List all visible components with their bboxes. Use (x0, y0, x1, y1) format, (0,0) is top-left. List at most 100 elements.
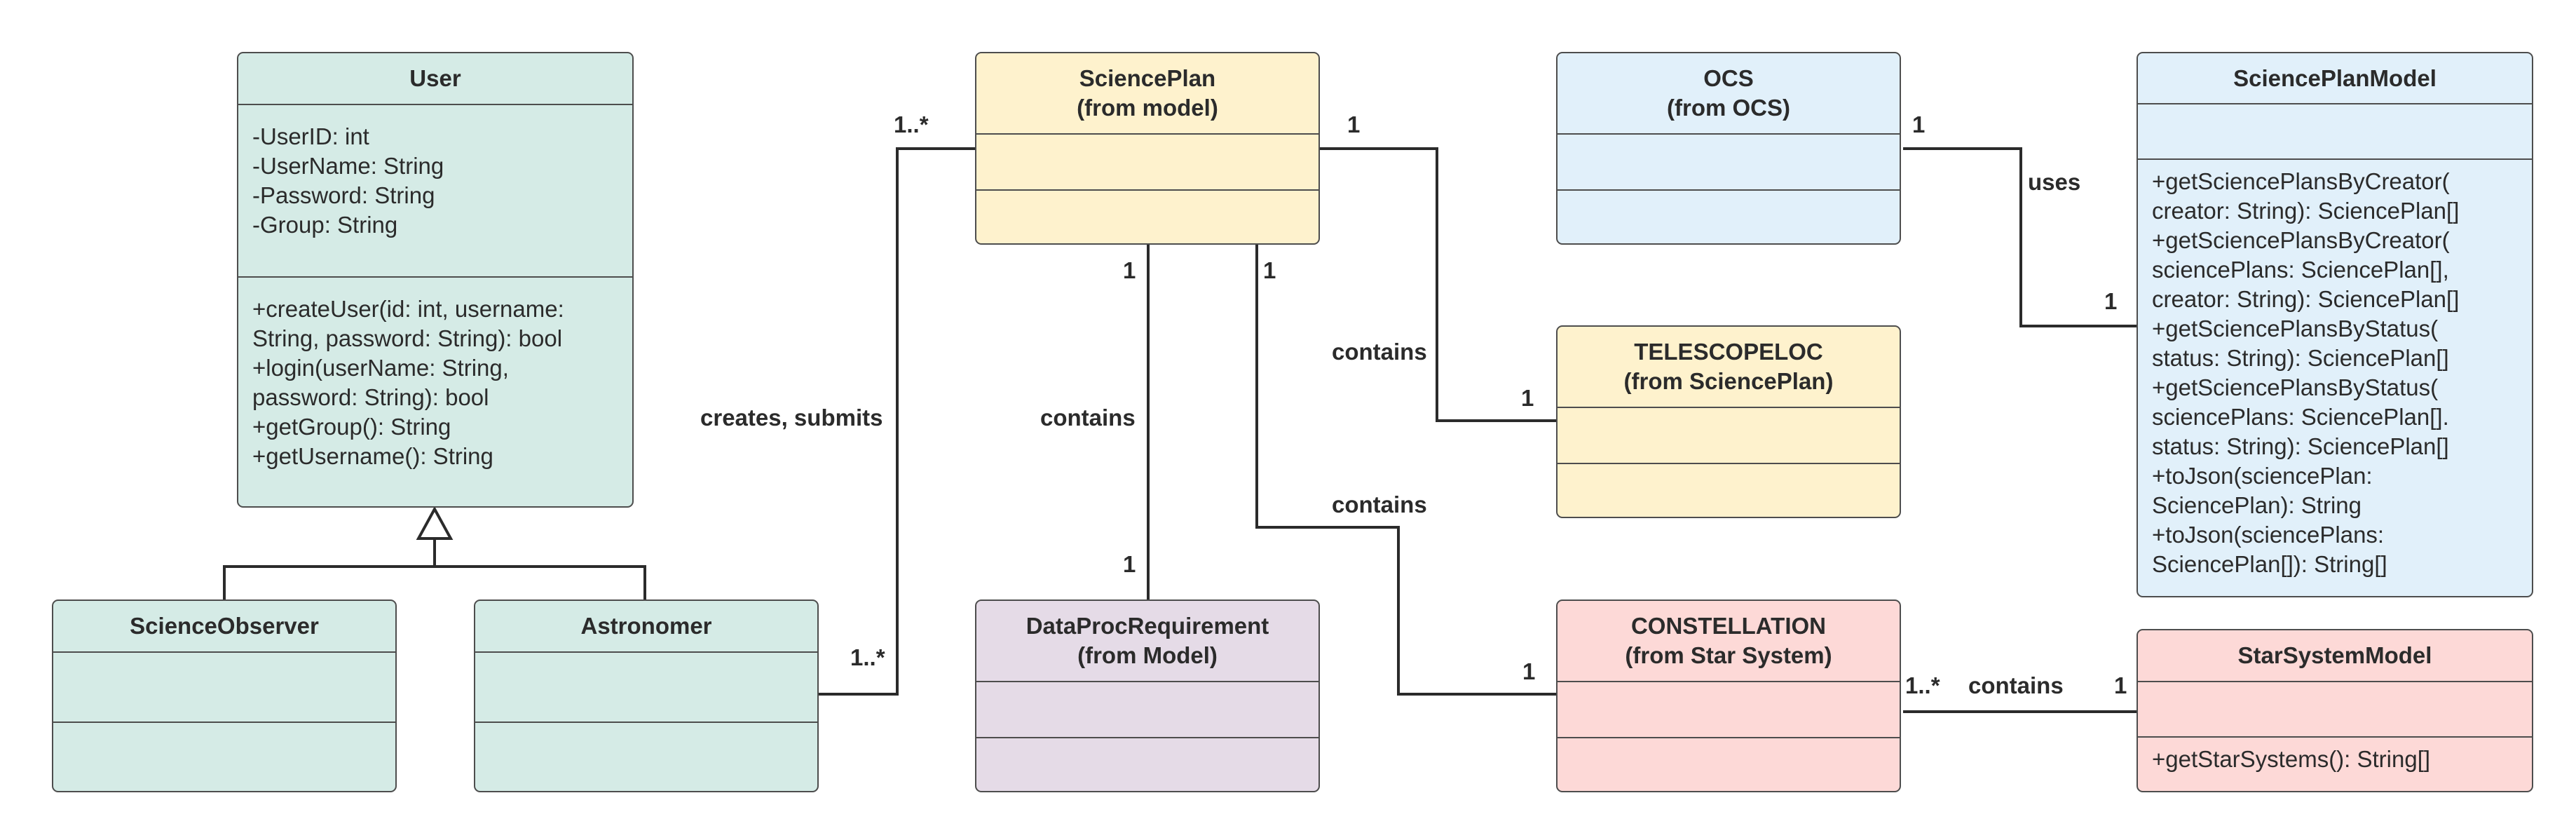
method: creator: String): SciencePlan[] (2152, 286, 2460, 312)
class-astronomer-methods (475, 723, 817, 791)
multiplicity-contains-constellation-plan: 1 (1263, 257, 1276, 283)
method: password: String): bool (252, 384, 489, 410)
class-constellation-name: CONSTELLATION (1630, 613, 1827, 639)
edge-contains-telescope (1320, 147, 1558, 422)
class-user-attributes: -UserID: int -UserName: String -Password… (238, 105, 632, 278)
method: +login(userName: String, (252, 355, 509, 381)
class-telescopeloc-methods (1558, 464, 1900, 517)
class-science-observer-name: ScienceObserver (130, 613, 319, 639)
method: String, password: String): bool (252, 325, 563, 351)
class-star-system-model[interactable]: StarSystemModel +getStarSystems(): Strin… (2137, 629, 2533, 792)
class-science-observer[interactable]: ScienceObserver (52, 599, 397, 792)
attribute: -UserID: int (252, 123, 369, 149)
method: sciencePlans: SciencePlan[]. (2152, 404, 2449, 430)
class-star-system-model-name: StarSystemModel (2237, 642, 2432, 668)
method: +getSciencePlansByCreator( (2152, 168, 2450, 194)
class-ocs[interactable]: OCS (from OCS) (1556, 52, 1901, 245)
class-science-plan-model[interactable]: SciencePlanModel +getSciencePlansByCreat… (2137, 52, 2533, 597)
class-user-name: User (409, 65, 461, 91)
class-ocs-name: OCS (1703, 65, 1754, 91)
method: +createUser(id: int, username: (252, 296, 564, 322)
class-science-plan-model-name: SciencePlanModel (2233, 65, 2437, 91)
method: SciencePlan[]): String[] (2152, 551, 2387, 577)
class-ocs-header: OCS (from OCS) (1558, 53, 1900, 135)
method: creator: String): SciencePlan[] (2152, 198, 2460, 224)
label-contains-starsystem: contains (1968, 672, 2064, 698)
class-science-plan-header: SciencePlan (from model) (976, 53, 1318, 135)
multiplicity-contains-dataproc-req: 1 (1123, 551, 1136, 577)
multiplicity-contains-telescope-loc: 1 (1521, 385, 1534, 411)
class-star-system-model-methods: +getStarSystems(): String[] (2138, 738, 2532, 791)
class-science-observer-header: ScienceObserver (53, 601, 395, 653)
class-ocs-stereotype: (from OCS) (1667, 95, 1790, 121)
multiplicity-contains-starsystem-const: 1..* (1905, 672, 1940, 698)
class-astronomer[interactable]: Astronomer (474, 599, 819, 792)
method: +getUsername(): String (252, 443, 493, 469)
multiplicity-creates-submits-astronomer: 1..* (850, 644, 885, 670)
edge-creates-submits (817, 147, 976, 696)
method: +getStarSystems(): String[] (2152, 746, 2431, 772)
class-science-observer-attributes (53, 653, 395, 723)
multiplicity-uses-ocs: 1 (1912, 111, 1926, 137)
class-telescopeloc-attributes (1558, 408, 1900, 464)
multiplicity-uses-model: 1 (2104, 288, 2118, 314)
generalization-line-astronomer (435, 565, 646, 599)
class-telescopeloc-stereotype: (from SciencePlan) (1623, 368, 1834, 394)
class-star-system-model-attributes (2138, 682, 2532, 738)
class-telescopeloc-name: TELESCOPELOC (1634, 339, 1823, 365)
method: +getSciencePlansByStatus( (2152, 374, 2439, 400)
class-ocs-attributes (1558, 135, 1900, 191)
method: sciencePlans: SciencePlan[], (2152, 257, 2449, 283)
class-science-plan[interactable]: SciencePlan (from model) (975, 52, 1320, 245)
label-uses: uses (2028, 169, 2081, 195)
generalization-line-observer (223, 536, 436, 599)
class-data-proc-requirement[interactable]: DataProcRequirement (from Model) (975, 599, 1320, 792)
class-user[interactable]: User -UserID: int -UserName: String -Pas… (237, 52, 634, 508)
class-science-plan-model-attributes (2138, 104, 2532, 160)
label-creates-submits: creates, submits (700, 405, 883, 431)
method: +toJson(sciencePlans: (2152, 522, 2385, 548)
class-telescopeloc-header: TELESCOPELOC (from SciencePlan) (1558, 327, 1900, 408)
class-constellation-methods (1558, 738, 1900, 791)
class-user-header: User (238, 53, 632, 105)
class-constellation-stereotype: (from Star System) (1625, 642, 1832, 668)
class-science-observer-methods (53, 723, 395, 791)
multiplicity-contains-starsystem-model: 1 (2114, 672, 2127, 698)
class-data-proc-attributes (976, 682, 1318, 738)
class-telescopeloc[interactable]: TELESCOPELOC (from SciencePlan) (1556, 325, 1901, 518)
class-science-plan-model-methods: +getSciencePlansByCreator( creator: Stri… (2138, 160, 2532, 596)
attribute: -Password: String (252, 182, 435, 208)
class-astronomer-attributes (475, 653, 817, 723)
multiplicity-contains-constellation-const: 1 (1522, 658, 1536, 684)
class-astronomer-name: Astronomer (580, 613, 712, 639)
class-user-methods: +createUser(id: int, username: String, p… (238, 278, 632, 506)
multiplicity-contains-dataproc-plan: 1 (1123, 257, 1136, 283)
method: +getSciencePlansByCreator( (2152, 227, 2450, 253)
attribute: -Group: String (252, 212, 398, 238)
class-constellation-header: CONSTELLATION (from Star System) (1558, 601, 1900, 682)
class-constellation[interactable]: CONSTELLATION (from Star System) (1556, 599, 1901, 792)
edge-uses (1903, 147, 2138, 327)
label-contains-constellation: contains (1332, 492, 1427, 517)
edge-contains-constellation (1255, 243, 1558, 696)
method: +toJson(sciencePlan: (2152, 463, 2373, 489)
method: +getGroup(): String (252, 414, 451, 440)
class-data-proc-header: DataProcRequirement (from Model) (976, 601, 1318, 682)
generalization-arrow-head (416, 506, 454, 540)
class-science-plan-name: SciencePlan (1079, 65, 1216, 91)
label-contains-dataproc: contains (1040, 405, 1136, 431)
class-ocs-methods (1558, 191, 1900, 243)
method: status: String): SciencePlan[] (2152, 433, 2449, 459)
class-data-proc-name: DataProcRequirement (1025, 613, 1269, 639)
class-data-proc-methods (976, 738, 1318, 791)
class-science-plan-attributes (976, 135, 1318, 191)
class-constellation-attributes (1558, 682, 1900, 738)
attribute: -UserName: String (252, 153, 444, 179)
class-science-plan-model-header: SciencePlanModel (2138, 53, 2532, 105)
class-science-plan-stereotype: (from model) (1077, 95, 1218, 121)
class-science-plan-methods (976, 191, 1318, 243)
label-contains-telescope: contains (1332, 339, 1427, 365)
method: status: String): SciencePlan[] (2152, 345, 2449, 371)
class-star-system-model-header: StarSystemModel (2138, 630, 2532, 682)
